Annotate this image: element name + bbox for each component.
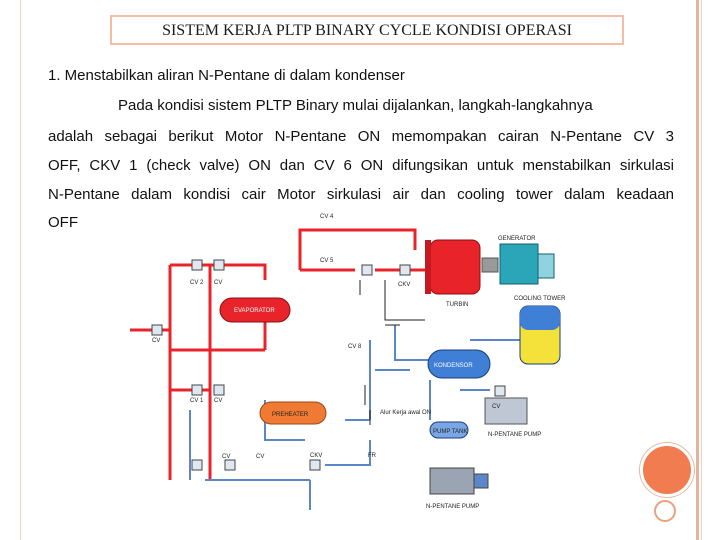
label-cv-b: CV	[214, 398, 222, 404]
paragraph-line-2: adalah sebagai berikut Motor N-Pentane O…	[48, 128, 674, 145]
valve-cv5	[361, 264, 373, 276]
valves	[151, 259, 506, 471]
valve-cv1	[191, 384, 203, 396]
pump-tank	[429, 421, 469, 439]
decor-circle-small	[654, 500, 676, 522]
paragraph-line-4: N-Pentane dalam kondisi cair Motor sirku…	[48, 186, 674, 203]
label-pump-tank: PUMP TANK	[433, 429, 467, 435]
turbine-flange	[425, 240, 431, 294]
label-cv2: CV 2	[190, 280, 204, 286]
label-ckv: CKV	[398, 282, 410, 288]
left-rail-line	[20, 0, 21, 540]
label-cv: CV	[214, 280, 222, 286]
blue-pipes	[189, 325, 520, 510]
label-generator: GENERATOR	[498, 236, 536, 242]
label-npentane-pump: N-PENTANE PUMP	[488, 432, 541, 438]
paragraph-line-1: Pada kondisi sistem PLTP Binary mulai di…	[118, 97, 593, 114]
right-rail-line-thin	[701, 0, 702, 540]
decor-circle-large	[640, 443, 694, 497]
label-cv7: CV	[492, 404, 500, 410]
paragraph-line-3: OFF, CKV 1 (check valve) ON dan CV 6 ON …	[48, 157, 674, 174]
valve-cv-c	[191, 459, 203, 471]
label-kondensor: KONDENSOR	[434, 363, 473, 369]
npentane-pump-bottom	[429, 467, 475, 495]
label-cv4: CV 4	[320, 214, 334, 220]
valve-ckv2	[309, 459, 321, 471]
slide-title-box: SISTEM KERJA PLTP BINARY CYCLE KONDISI O…	[110, 15, 624, 45]
label-cv-d: CV	[256, 454, 264, 460]
kondensor-vessel	[427, 349, 491, 379]
label-cv-left: CV	[152, 338, 160, 344]
paragraph-line-5: OFF	[48, 214, 78, 231]
label-turbin: TURBIN	[446, 302, 468, 308]
label-cv5: CV 5	[320, 258, 334, 264]
flow-lines	[359, 280, 425, 425]
slide-title: SISTEM KERJA PLTP BINARY CYCLE KONDISI O…	[162, 22, 572, 39]
right-rail-line	[696, 0, 699, 540]
label-fr: FR	[368, 453, 377, 459]
label-cv1: CV 1	[190, 398, 204, 404]
label-preheater: PREHEATER	[272, 412, 309, 418]
valve-cv-left	[151, 324, 163, 336]
turbine-body	[429, 239, 481, 295]
valve-cv-b	[213, 384, 225, 396]
label-cv-c: CV	[222, 454, 230, 460]
label-npentane-pump2: N-PENTANE PUMP	[426, 504, 479, 510]
red-pipes	[130, 228, 435, 480]
section-heading: 1. Menstabilkan aliran N-Pentane di dala…	[48, 67, 405, 84]
pltp-binary-cycle-diagram: CV 4 CV 5 GENERATOR CV 2 CV CKV TURBIN C…	[130, 214, 566, 510]
label-cooling-tower: COOLING TOWER	[514, 296, 566, 302]
label-aliran: Alur Kerja awal ON	[380, 410, 431, 416]
turbine-shaft	[481, 257, 499, 273]
generator-cap	[537, 253, 555, 279]
preheater-vessel	[259, 401, 327, 425]
label-evaporator: EVAPORATOR	[234, 308, 275, 314]
label-ckv2: CKV	[310, 453, 322, 459]
npentane-pump-bottom-motor	[473, 473, 489, 489]
valve-cv2	[191, 259, 203, 271]
valve-cv7	[494, 385, 506, 397]
valve-cv	[213, 259, 225, 271]
valve-cv-d	[224, 459, 236, 471]
evaporator-vessel	[219, 297, 291, 323]
label-cv8: CV 8	[348, 344, 362, 350]
cooling-tower-top	[520, 306, 560, 330]
generator-body	[499, 243, 539, 285]
npentane-pump-right	[484, 397, 528, 425]
valve-ckv	[399, 264, 411, 276]
